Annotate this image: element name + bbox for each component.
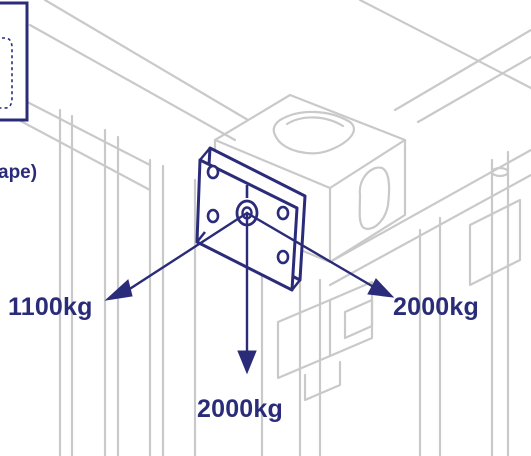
arrow-left bbox=[123, 211, 249, 294]
arrow-down-head bbox=[237, 350, 257, 375]
bolt-holes bbox=[206, 164, 290, 265]
load-arrows bbox=[104, 211, 395, 375]
mounting-plate bbox=[195, 146, 307, 292]
arrow-left-head bbox=[104, 279, 133, 301]
inset-caption-fragment: ape) bbox=[0, 162, 38, 183]
load-label-right: 2000kg bbox=[393, 293, 479, 321]
arrow-right bbox=[245, 211, 374, 288]
load-label-left: 1100kg bbox=[8, 293, 93, 321]
arrow-right-head bbox=[367, 278, 395, 298]
inset-frame bbox=[0, 1, 29, 122]
load-label-down: 2000kg bbox=[197, 395, 283, 423]
